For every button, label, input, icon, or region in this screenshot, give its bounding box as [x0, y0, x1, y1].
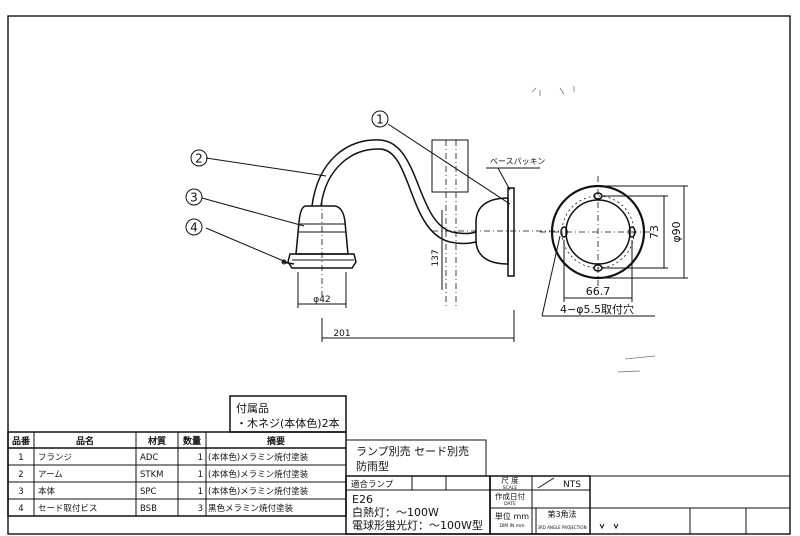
arm-outer [311, 139, 477, 235]
table-row: 1 フランジ ADC 1 (本体色)メラミン焼付塗装 [18, 452, 308, 463]
scale-slash [537, 477, 555, 489]
dim-shade-diameter-label: φ42 [313, 295, 330, 305]
tick-marks [599, 523, 619, 530]
col-header-name: 品名 [76, 435, 94, 447]
callout-4: 4 [185, 218, 203, 236]
cell-qty: 3 [198, 504, 203, 514]
accessory-box: 付属品 ・木ネジ(本体色)2本 [229, 395, 347, 433]
scan-marks [531, 86, 656, 373]
callout-1-label: 1 [376, 113, 384, 127]
cell-material: SPC [140, 487, 157, 497]
mounting-hole-left [560, 226, 568, 238]
dim-shade-diameter: φ42 [297, 272, 347, 308]
date-label-en: DATE [504, 501, 516, 507]
projection-label: 第3角法 [547, 509, 576, 519]
date-label: 作成日付 [495, 491, 525, 501]
table-row: 3 本体 SPC 1 (本体色)メラミン焼付塗装 [18, 486, 308, 497]
mounting-hole-note-label: 4−φ5.5取付穴 [560, 302, 634, 316]
callout-2-label: 2 [195, 152, 203, 166]
parts-table: 品番 品名 材質 数量 摘要 1 フランジ ADC 1 (本体色)メラミン焼付塗… [7, 431, 347, 517]
callout-leaders [201, 123, 540, 263]
callout-3: 3 [185, 188, 203, 206]
cell-number: 1 [18, 453, 23, 463]
unit-label: 単位 mm [495, 511, 529, 521]
callout-3-label: 3 [190, 191, 198, 205]
scale-label-en: SCALE [503, 485, 518, 491]
projection-label-en: 3RD ANGLE PROJECTION [537, 525, 586, 530]
title-note-line2: 防雨型 [356, 459, 389, 473]
callout-2: 2 [190, 149, 208, 167]
cell-number: 4 [18, 504, 23, 514]
cell-remarks: (本体色)メラミン焼付塗装 [208, 469, 309, 480]
lamp-label: 適合ランプ [351, 479, 394, 490]
mounting-hole-note: 4−φ5.5取付穴 [541, 235, 655, 317]
scale-value: NTS [563, 480, 581, 490]
cell-qty: 1 [198, 453, 203, 463]
col-header-qty: 数量 [183, 435, 201, 447]
cell-material: ADC [140, 453, 158, 463]
dim-flange-width: 66.7 [563, 240, 633, 302]
dim-height-label: 137 [431, 249, 441, 266]
title-note-line1: ランプ別売 セード別売 [356, 445, 469, 458]
cell-material: STKM [140, 470, 164, 480]
unit-label-en: DIM IN mm [500, 523, 525, 529]
col-header-number: 品番 [12, 435, 31, 447]
table-row: 4 セード取付ビス BSB 3 黒色メラミン焼付塗装 [18, 503, 293, 514]
front-view-flange [540, 176, 656, 288]
dim-projection: 201 [321, 310, 515, 342]
cell-name: セード取付ビス [38, 503, 98, 514]
dim-projection-label: 201 [333, 329, 350, 339]
dim-height: 137 [431, 210, 443, 290]
cell-remarks: (本体色)メラミン焼付塗装 [208, 486, 309, 497]
cell-number: 2 [18, 470, 23, 480]
col-header-material: 材質 [147, 435, 166, 447]
wall-box-hidden [431, 139, 469, 193]
base-packing-label: ベースパッキン [490, 157, 545, 166]
dim-flange-height-label: 73 [648, 225, 661, 239]
scale-label: 尺 度 [501, 475, 519, 485]
cell-name: 本体 [38, 486, 56, 497]
dim-flange-diameter: φ90 [598, 185, 688, 279]
callout-1: 1 [371, 110, 389, 128]
cell-name: アーム [38, 470, 63, 480]
shade-rim [287, 253, 357, 269]
title-block: ランプ別売 セード別売 防雨型 適合ランプ E26 白熱灯：〜100W 電球形蛍… [345, 439, 791, 535]
cell-remarks: 黒色メラミン焼付塗装 [208, 503, 294, 514]
cell-remarks: (本体色)メラミン焼付塗装 [208, 452, 309, 463]
cell-material: BSB [140, 504, 157, 514]
arm-inner [320, 148, 477, 245]
dim-flange-diameter-label: φ90 [670, 221, 683, 242]
col-header-remarks: 摘要 [267, 435, 285, 447]
cell-number: 3 [18, 487, 23, 497]
dim-flange-height: 73 [602, 195, 668, 269]
flange-plate [507, 187, 515, 277]
lamp-socket: E26 [352, 493, 373, 506]
mounting-hole-right [628, 226, 636, 238]
lamp-incandescent: 白熱灯：〜100W [352, 505, 439, 519]
dim-flange-width-label: 66.7 [586, 285, 611, 298]
cell-qty: 1 [198, 470, 203, 480]
callout-4-label: 4 [190, 221, 198, 235]
lamp-cfl: 電球形蛍光灯：〜100W型 [352, 518, 483, 532]
table-row: 2 アーム STKM 1 (本体色)メラミン焼付塗装 [18, 469, 308, 480]
accessory-title: 付属品 [236, 402, 269, 415]
cell-qty: 1 [198, 487, 203, 497]
cell-name: フランジ [38, 453, 72, 463]
side-view [281, 139, 560, 306]
accessory-item: ・木ネジ(本体色)2本 [236, 416, 340, 430]
